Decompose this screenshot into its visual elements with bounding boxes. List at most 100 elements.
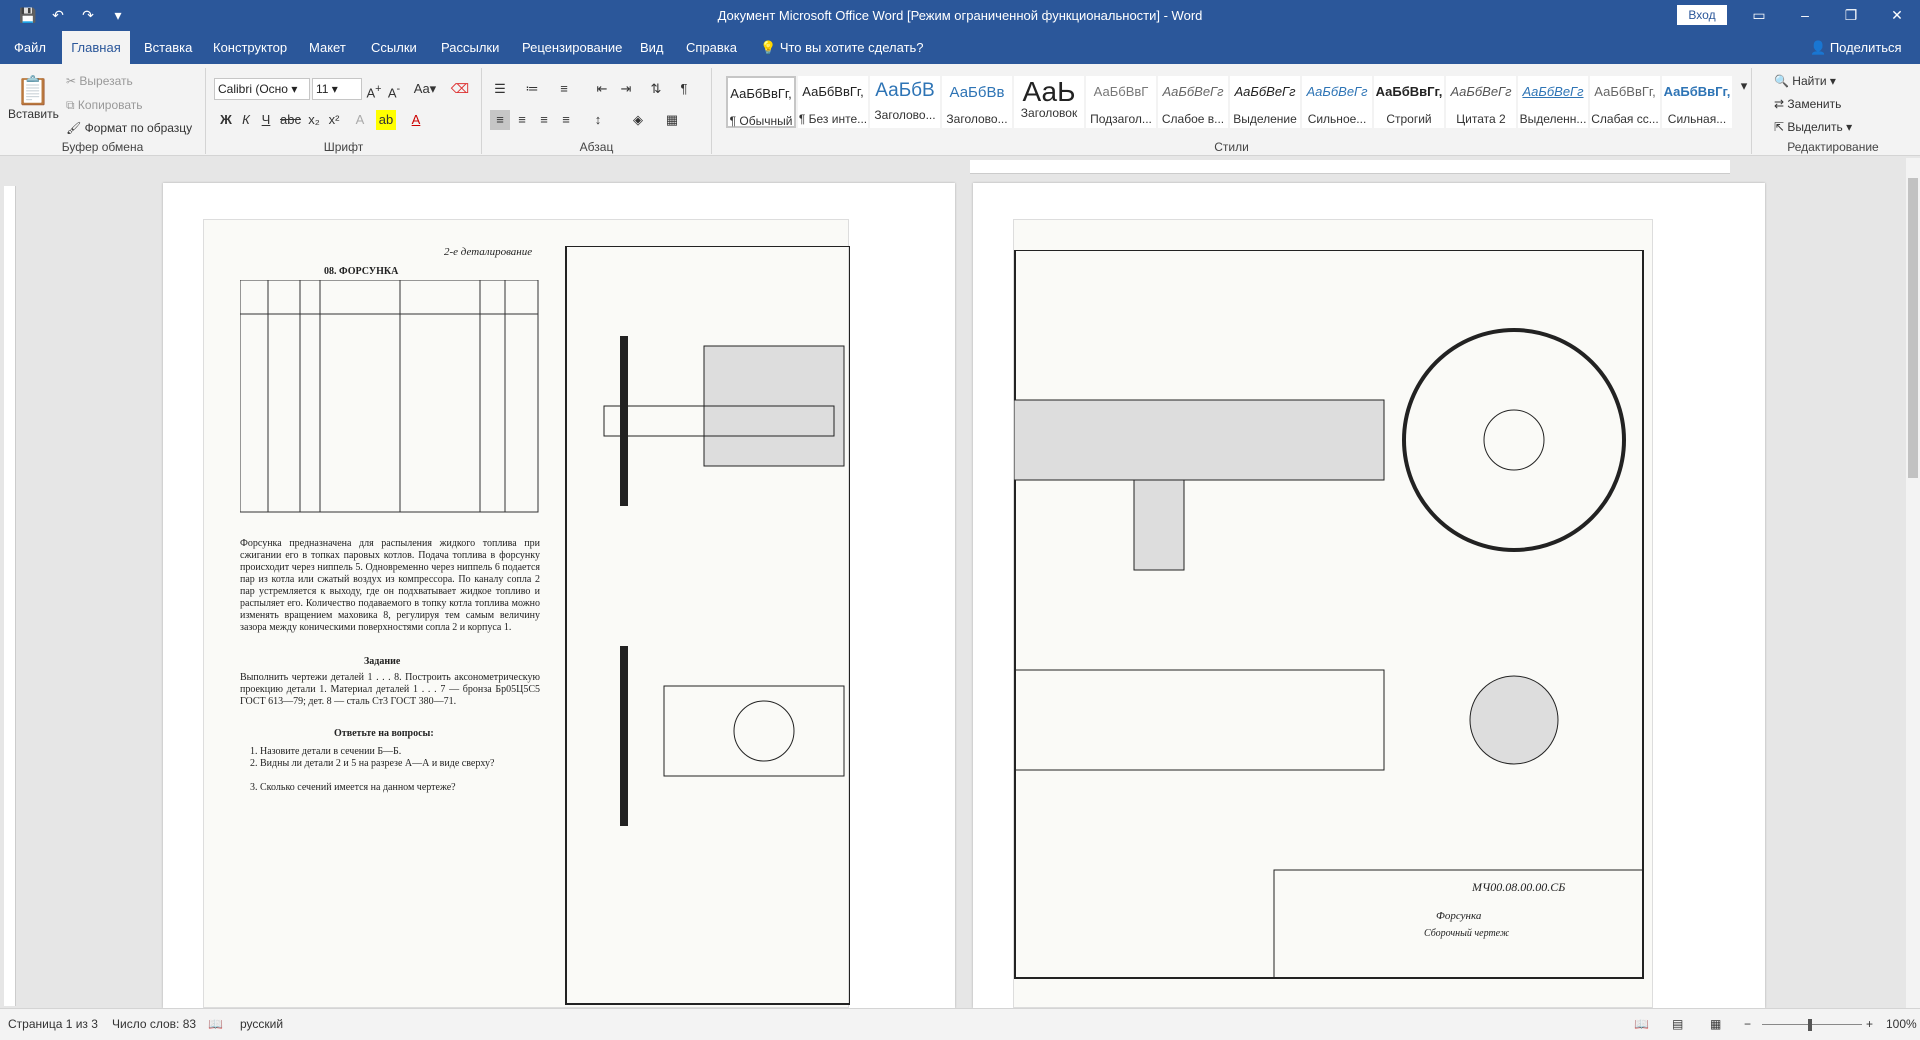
zoom-in-icon[interactable]: + bbox=[1866, 1017, 1874, 1031]
tab-file[interactable]: Файл bbox=[14, 40, 46, 55]
style-normal[interactable]: АаБбВвГг,¶ Обычный bbox=[726, 76, 796, 128]
strikethrough-icon[interactable]: abc bbox=[280, 112, 301, 127]
share-button[interactable]: 👤 Поделиться bbox=[1810, 40, 1902, 55]
restore-icon[interactable]: ❐ bbox=[1844, 7, 1858, 23]
style-subtle-reference[interactable]: АаБбВвГг,Слабая сс... bbox=[1590, 76, 1660, 128]
select-button[interactable]: ⇱ Выделить ▾ bbox=[1774, 120, 1853, 134]
tab-layout[interactable]: Макет bbox=[309, 40, 346, 55]
superscript-icon[interactable]: x² bbox=[328, 112, 340, 127]
page-2[interactable]: МЧ00.08.00.00.СБ Форсунка Сборочный черт… bbox=[973, 183, 1765, 1008]
paste-button[interactable]: 📋 Вставить bbox=[8, 75, 59, 121]
web-layout-icon[interactable]: ▦ bbox=[1710, 1017, 1722, 1031]
cut-button[interactable]: ✂ Вырезать bbox=[66, 74, 133, 88]
tab-mailings[interactable]: Рассылки bbox=[441, 40, 500, 55]
justify-icon[interactable]: ≡ bbox=[562, 112, 570, 127]
page-count[interactable]: Страница 1 из 3 bbox=[8, 1017, 98, 1031]
vertical-scrollbar[interactable] bbox=[1906, 158, 1920, 1008]
customize-qat-icon[interactable]: ▾ bbox=[114, 7, 122, 23]
redo-icon[interactable]: ↷ bbox=[82, 7, 94, 23]
copy-button[interactable]: ⧉ Копировать bbox=[66, 98, 143, 112]
borders-icon[interactable]: ▦ bbox=[665, 112, 679, 127]
highlight-icon[interactable]: ab bbox=[376, 110, 396, 130]
print-layout-icon[interactable]: ▤ bbox=[1672, 1017, 1684, 1031]
styles-more-icon[interactable]: ▾ bbox=[1740, 78, 1748, 93]
word-count[interactable]: Число слов: 83 bbox=[112, 1017, 197, 1031]
zoom-slider-thumb[interactable] bbox=[1808, 1019, 1812, 1031]
tab-view[interactable]: Вид bbox=[640, 40, 664, 55]
subscript-icon[interactable]: x₂ bbox=[308, 112, 320, 127]
doc-header: 2-е деталирование bbox=[444, 246, 533, 258]
tab-references[interactable]: Ссылки bbox=[371, 40, 417, 55]
underline-icon[interactable]: Ч bbox=[261, 112, 271, 127]
align-right-icon[interactable]: ≡ bbox=[540, 112, 548, 127]
editing-group: 🔍 Найти ▾ ⇄ Заменить ⇱ Выделить ▾ Редакт… bbox=[1760, 68, 1906, 154]
tab-design[interactable]: Конструктор bbox=[213, 40, 288, 55]
question-3: 3. Сколько сечений имеется на данном чер… bbox=[250, 782, 456, 793]
undo-icon[interactable]: ↶ bbox=[52, 7, 64, 23]
ribbon-display-icon[interactable]: ▭ bbox=[1752, 7, 1766, 23]
zoom-slider[interactable] bbox=[1762, 1024, 1862, 1025]
font-size-combo[interactable]: 11 ▾ bbox=[312, 78, 362, 100]
change-case-icon[interactable]: Aa▾ bbox=[413, 81, 437, 96]
find-button[interactable]: 🔍 Найти ▾ bbox=[1774, 74, 1836, 88]
sort-icon[interactable]: ⇅ bbox=[650, 81, 662, 96]
page-1[interactable]: 2-е деталирование 08. ФОРСУНКА Форсунка … bbox=[163, 183, 955, 1008]
read-mode-icon[interactable]: 📖 bbox=[1634, 1017, 1649, 1031]
scroll-thumb[interactable] bbox=[1908, 178, 1918, 478]
zoom-level[interactable]: 100% bbox=[1886, 1017, 1917, 1031]
align-left-icon[interactable]: ≡ bbox=[490, 110, 510, 130]
cursor-icon: ⇱ bbox=[1774, 120, 1788, 134]
styles-label: Стили bbox=[1214, 140, 1249, 154]
tab-home[interactable]: Главная bbox=[62, 31, 130, 64]
tab-help[interactable]: Справка bbox=[686, 40, 737, 55]
vertical-ruler[interactable] bbox=[4, 186, 16, 1006]
tab-insert[interactable]: Вставка bbox=[144, 40, 193, 55]
zoom-out-icon[interactable]: − bbox=[1744, 1017, 1752, 1031]
person-icon: 👤 bbox=[1810, 40, 1830, 55]
replace-button[interactable]: ⇄ Заменить bbox=[1774, 97, 1842, 111]
italic-icon[interactable]: К bbox=[242, 112, 250, 127]
multilevel-list-icon[interactable]: ≡ bbox=[560, 81, 568, 96]
clear-format-icon[interactable]: ⌫ bbox=[450, 81, 470, 96]
shrink-font-icon[interactable]: A- bbox=[387, 83, 401, 101]
font-color-icon[interactable]: A bbox=[411, 112, 421, 127]
signin-button[interactable]: Вход bbox=[1677, 5, 1727, 25]
proofing-icon[interactable]: 📖 bbox=[208, 1017, 223, 1031]
style-intense-reference[interactable]: АаБбВвГг,Сильная... bbox=[1662, 76, 1732, 128]
show-marks-icon[interactable]: ¶ bbox=[680, 81, 688, 96]
minimize-icon[interactable]: – bbox=[1801, 7, 1809, 23]
language[interactable]: русский bbox=[240, 1017, 284, 1031]
save-icon[interactable]: 💾 bbox=[19, 7, 37, 23]
close-icon[interactable]: ✕ bbox=[1891, 7, 1903, 23]
decrease-indent-icon[interactable]: ⇤ bbox=[596, 81, 608, 96]
horizontal-ruler[interactable] bbox=[970, 160, 1730, 174]
clipboard-group: 📋 Вставить ✂ Вырезать ⧉ Копировать 🖌 Фор… bbox=[0, 68, 206, 154]
numbering-icon[interactable]: ≔ bbox=[525, 81, 539, 96]
task-heading: Задание bbox=[364, 656, 401, 667]
grow-font-icon[interactable]: A+ bbox=[366, 83, 382, 101]
bullets-icon[interactable]: ☰ bbox=[494, 81, 506, 96]
tell-me-search[interactable]: 💡 Что вы хотите сделать? bbox=[760, 40, 924, 55]
font-name-combo[interactable]: Calibri (Осно ▾ bbox=[214, 78, 310, 100]
style-no-spacing[interactable]: АаБбВвГг,¶ Без инте... bbox=[798, 76, 868, 128]
bold-icon[interactable]: Ж bbox=[220, 112, 232, 127]
line-spacing-icon[interactable]: ↕ bbox=[594, 112, 602, 127]
format-painter-button[interactable]: 🖌 Формат по образцу bbox=[66, 121, 193, 135]
drawing-left bbox=[565, 246, 850, 1005]
text-effects-icon[interactable]: A bbox=[355, 112, 365, 127]
tab-review[interactable]: Рецензирование bbox=[522, 40, 623, 55]
increase-indent-icon[interactable]: ⇥ bbox=[620, 81, 632, 96]
align-center-icon[interactable]: ≡ bbox=[518, 112, 526, 127]
shading-icon[interactable]: ◈ bbox=[633, 112, 643, 127]
style-strong[interactable]: АаБбВвГг,Строгий bbox=[1374, 76, 1444, 128]
font-label: Шрифт bbox=[323, 140, 364, 154]
